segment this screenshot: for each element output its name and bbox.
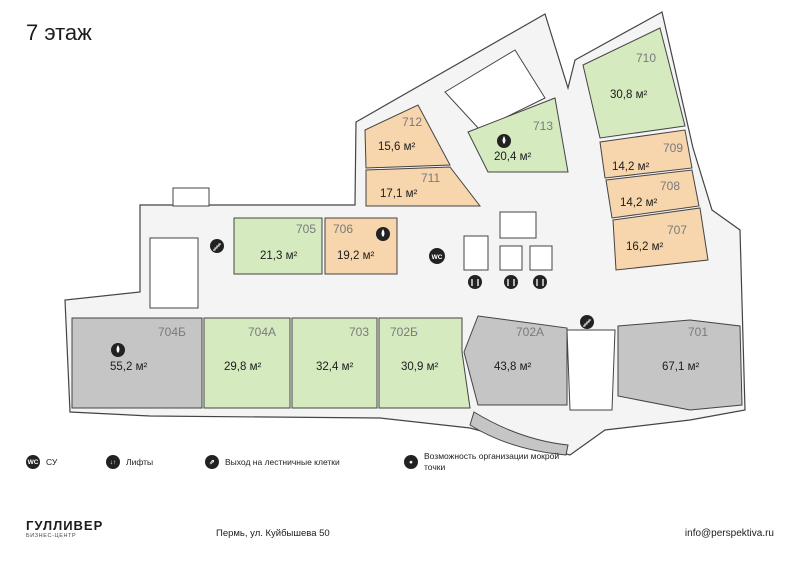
stairwell-north [444, 49, 546, 131]
room-708[interactable] [605, 169, 700, 219]
room-704b-number: 704Б [158, 325, 186, 339]
floor-title: 7 этаж [26, 20, 92, 45]
room-712[interactable] [364, 104, 451, 169]
room-702b-area: 30,9 м² [401, 361, 438, 373]
room-706-number: 706 [333, 222, 353, 236]
elevator-shaft [463, 235, 489, 271]
room-710-number: 710 [636, 51, 656, 65]
stairs-exit-icon: ⇗ [205, 455, 219, 469]
room-711-number: 711 [421, 171, 440, 185]
roof-structure [172, 187, 210, 207]
stairwell-south [566, 329, 616, 411]
room-707-number: 707 [667, 223, 687, 237]
room-705-number: 705 [296, 222, 316, 236]
water-drop-icon [376, 227, 390, 241]
room-702b-number: 702Б [390, 325, 418, 339]
legend-wc: WC СУ [26, 455, 57, 469]
room-703-number: 703 [349, 325, 369, 339]
elevator-shaft [499, 211, 537, 239]
elevator-shaft [499, 245, 523, 271]
room-705[interactable] [233, 217, 323, 275]
room-710-area: 30,8 м² [610, 89, 647, 101]
room-702a-area: 43,8 м² [494, 361, 531, 373]
wc-icon: WC [26, 455, 40, 469]
room-703-area: 32,4 м² [316, 361, 353, 373]
stairs-exit-icon [210, 239, 224, 253]
legend-wc-label: СУ [46, 456, 58, 467]
room-713-number: 713 [533, 119, 553, 133]
elevator-icon [533, 275, 547, 289]
room-701-number: 701 [688, 325, 708, 339]
room-701[interactable] [617, 319, 743, 411]
room-712-number: 712 [402, 115, 422, 129]
water-drop-icon [111, 343, 125, 357]
contact-email[interactable]: info@perspektiva.ru [684, 528, 774, 539]
room-713[interactable] [467, 97, 569, 173]
room-704a-number: 704А [248, 325, 276, 339]
legend-wet-point-label: Возможность организации мокрой точки [424, 451, 560, 472]
water-drop-icon: ● [404, 455, 418, 469]
balcony [469, 411, 569, 456]
legend-stairs-label: Выход на лестничные клетки [225, 456, 340, 467]
room-711[interactable] [365, 166, 482, 207]
wc-marker-text: WC [432, 254, 443, 261]
room-711-area: 17,1 м² [380, 188, 417, 200]
room-702b[interactable] [378, 317, 471, 409]
elevator-shaft [529, 245, 553, 271]
room-704b-area: 55,2 м² [110, 361, 147, 373]
room-709-area: 14,2 м² [612, 161, 649, 173]
elevator-icon [504, 275, 518, 289]
elevator-icon: ↓↑ [106, 455, 120, 469]
room-701-area: 67,1 м² [662, 361, 699, 373]
legend-elevators-label: Лифты [126, 456, 154, 467]
room-704a-area: 29,8 м² [224, 361, 261, 373]
room-702a[interactable] [463, 315, 568, 406]
address: Пермь, ул. Куйбышева 50 [216, 528, 330, 539]
room-707[interactable] [612, 207, 709, 271]
room-704a[interactable] [203, 317, 291, 409]
brand-subtitle: БИЗНЕС-ЦЕНТР [26, 533, 77, 539]
stairwell-west [149, 237, 199, 309]
legend-elevators: ↓↑ Лифты [106, 455, 153, 469]
room-712-area: 15,6 м² [378, 141, 415, 153]
room-708-number: 708 [660, 179, 680, 193]
room-713-area: 20,4 м² [494, 151, 531, 163]
wc-icon: WC [429, 248, 445, 264]
legend-wet-point: ● Возможность организации мокрой точки [404, 451, 574, 473]
room-704b[interactable] [71, 317, 203, 409]
room-706-area: 19,2 м² [337, 250, 374, 262]
room-705-area: 21,3 м² [260, 250, 297, 262]
room-709-number: 709 [663, 141, 683, 155]
brand-name: ГУЛЛИВЕР [26, 518, 104, 533]
room-702a-number: 702А [516, 325, 544, 339]
room-707-area: 16,2 м² [626, 241, 663, 253]
elevator-icon [468, 275, 482, 289]
stairs-exit-icon [580, 315, 594, 329]
room-708-area: 14,2 м² [620, 197, 657, 209]
room-710[interactable] [582, 27, 686, 139]
room-703[interactable] [291, 317, 378, 409]
water-drop-icon [497, 134, 511, 148]
room-709[interactable] [599, 129, 693, 179]
legend-stairs: ⇗ Выход на лестничные клетки [205, 455, 340, 469]
